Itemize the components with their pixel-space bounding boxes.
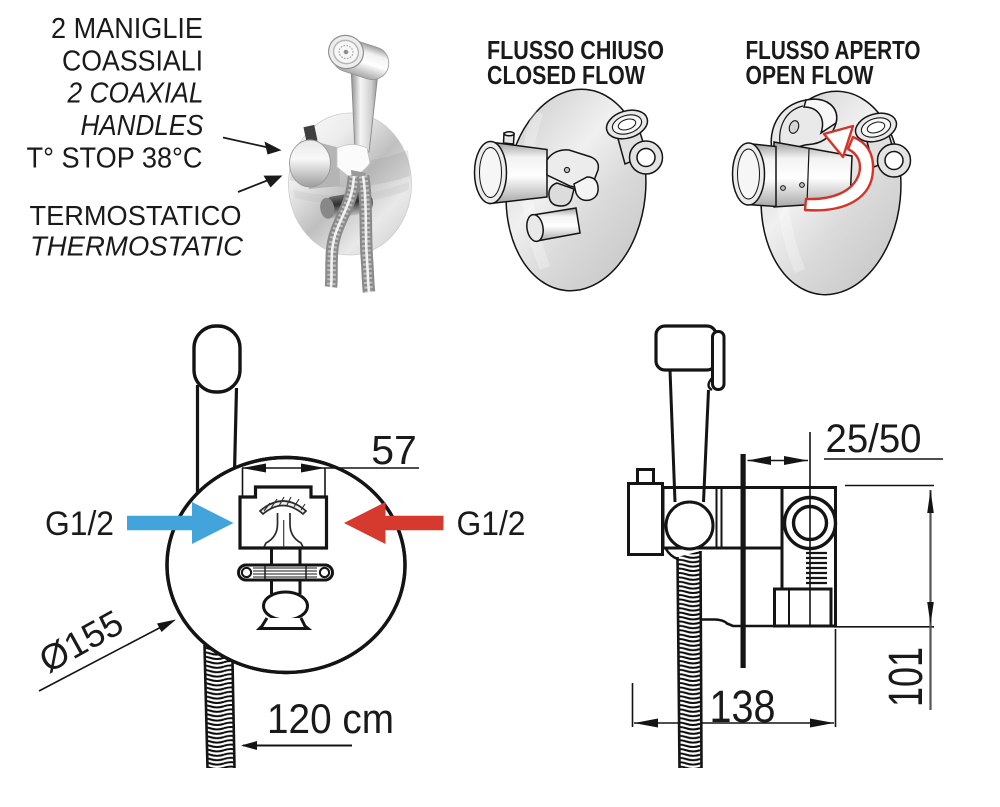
svg-text:THERMOSTATIC: THERMOSTATIC <box>30 231 243 262</box>
svg-text:FLUSSO CHIUSO: FLUSSO CHIUSO <box>487 35 664 65</box>
svg-text:HANDLES: HANDLES <box>81 110 205 142</box>
svg-text:G1/2: G1/2 <box>45 505 114 543</box>
svg-text:OPEN FLOW: OPEN FLOW <box>746 60 874 90</box>
svg-text:T° STOP 38°C: T° STOP 38°C <box>27 142 203 174</box>
svg-text:G1/2: G1/2 <box>457 505 526 543</box>
svg-text:FLUSSO APERTO: FLUSSO APERTO <box>746 35 921 65</box>
svg-text:CLOSED FLOW: CLOSED FLOW <box>487 60 645 90</box>
svg-text:2 MANIGLIE: 2 MANIGLIE <box>51 13 203 45</box>
svg-text:101: 101 <box>879 647 933 707</box>
svg-text:TERMOSTATICO: TERMOSTATICO <box>30 200 242 231</box>
svg-text:120 cm: 120 cm <box>267 695 394 742</box>
svg-text:25/50: 25/50 <box>826 417 922 461</box>
svg-text:138: 138 <box>710 681 776 732</box>
svg-text:COASSIALI: COASSIALI <box>62 45 203 77</box>
svg-text:57: 57 <box>371 427 417 473</box>
svg-text:2 COAXIAL: 2 COAXIAL <box>67 78 204 110</box>
